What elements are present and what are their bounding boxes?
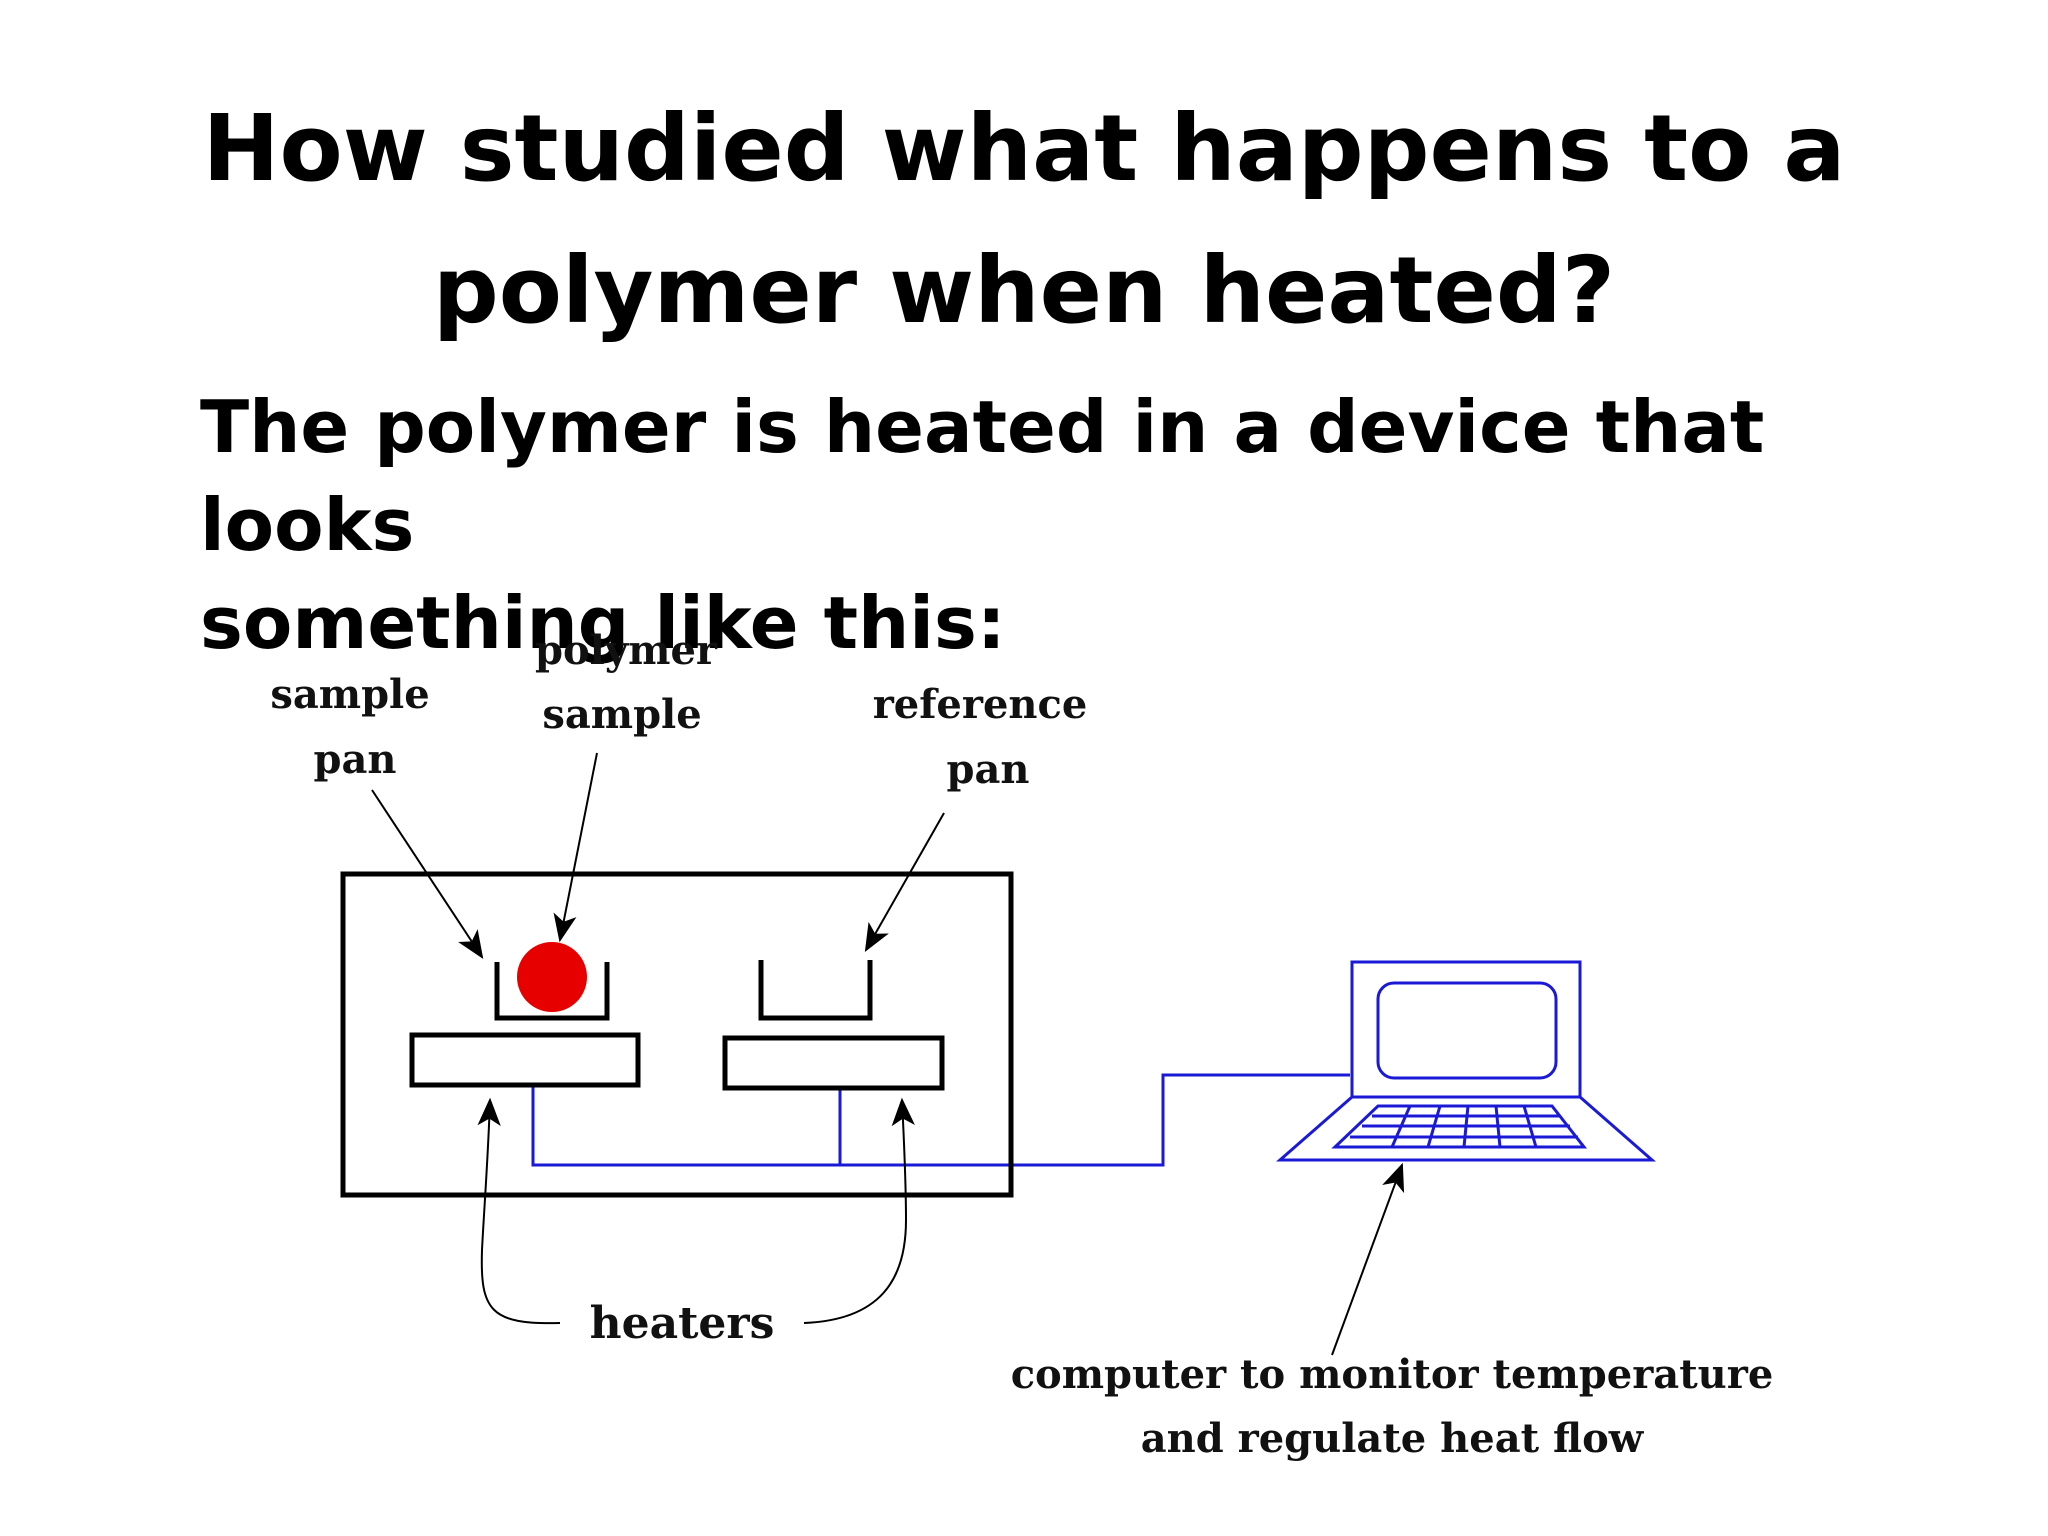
arrow-to-polymer-sample [553, 752, 598, 943]
label-polymer-sample-line2: sample [542, 691, 701, 738]
label-reference-pan-line2: pan [947, 746, 1030, 793]
label-computer-line1: computer to monitor temperature [1011, 1351, 1774, 1398]
reference-heater [722, 1035, 945, 1091]
label-polymer-sample-line1: polymer [535, 627, 718, 674]
polymer-sample-dot [517, 942, 587, 1012]
slide-subtitle: The polymer is heated in a device that l… [200, 378, 2000, 672]
computer-icon [1276, 960, 1656, 1162]
subtitle-line-2: something like this: [200, 581, 1006, 665]
instrument-enclosure [340, 871, 1014, 1198]
title-line-1: How studied what happens to a [202, 95, 1846, 202]
slide-title: How studied what happens to a polymer wh… [0, 78, 2048, 362]
pointer-arrows [371, 752, 1405, 1356]
sample-heater [409, 1032, 641, 1088]
wire-sample-heater [531, 1073, 1350, 1167]
label-sample-pan-line1: sample [270, 671, 429, 718]
label-sample-pan-line2: pan [314, 736, 397, 783]
arrow-to-computer [1331, 1162, 1405, 1356]
title-line-2: polymer when heated? [432, 237, 1616, 344]
wire-connections [531, 1073, 1350, 1167]
label-reference-pan-line1: reference [873, 681, 1088, 728]
arrow-heaters-to-sample-heater [477, 1097, 561, 1325]
sample-pan [494, 962, 610, 1021]
label-computer-line2: and regulate heat flow [1141, 1415, 1645, 1462]
arrow-to-reference-pan [864, 812, 945, 953]
arrow-to-sample-pan [371, 789, 484, 959]
reference-pan [758, 960, 873, 1021]
subtitle-line-1: The polymer is heated in a device that l… [200, 385, 1765, 567]
label-heaters: heaters [590, 1298, 775, 1349]
diagram-labels: sample pan polymer sample reference pan … [270, 627, 1773, 1462]
arrow-heaters-to-reference-heater [803, 1097, 915, 1324]
